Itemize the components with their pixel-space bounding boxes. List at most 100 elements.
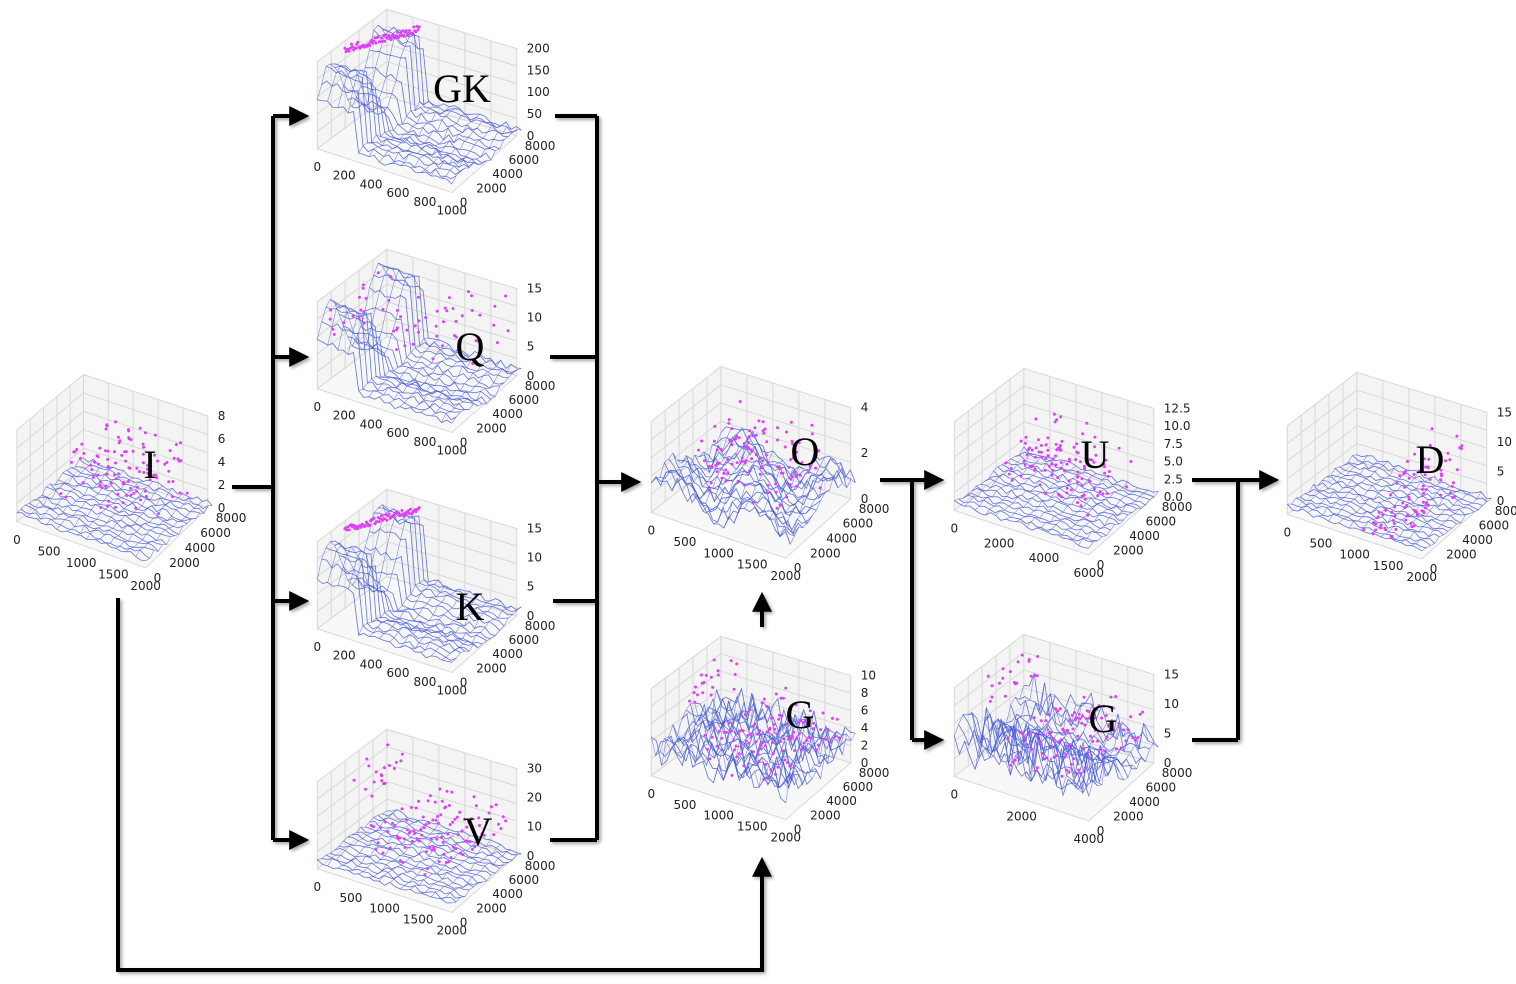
point [406, 33, 410, 37]
point [431, 818, 435, 822]
surface-wire [430, 600, 501, 657]
point [693, 700, 697, 704]
y-tick-label: 4000 [492, 647, 523, 661]
x-tick-label: 0 [313, 880, 321, 894]
point [384, 33, 388, 37]
point [171, 495, 174, 499]
point [1090, 714, 1094, 718]
point [433, 800, 437, 804]
point [1407, 476, 1411, 480]
point [702, 459, 706, 463]
point [713, 726, 717, 730]
point [747, 435, 751, 439]
surface-wire [651, 477, 787, 537]
surface-wire [364, 307, 500, 389]
surface-wire [441, 364, 512, 423]
point [1012, 680, 1016, 684]
grid-line [953, 687, 1025, 742]
y-tick-label: 8000 [525, 379, 556, 393]
point [399, 315, 403, 319]
z-tick-label: 10.0 [1164, 419, 1191, 433]
x-tick-label: 800 [413, 675, 436, 689]
point [99, 480, 103, 484]
grid-line [16, 429, 84, 486]
point [361, 283, 365, 287]
surface-wire [317, 339, 453, 424]
x-tick-label: 500 [1309, 537, 1332, 551]
point [425, 867, 429, 871]
point [758, 472, 762, 476]
surface-wire [85, 481, 154, 540]
point [783, 445, 787, 449]
point [1455, 468, 1459, 472]
point [1450, 484, 1454, 488]
point [776, 426, 779, 430]
point [463, 818, 466, 821]
grid-line [316, 746, 388, 800]
surface-wire [1078, 489, 1149, 546]
point [1046, 713, 1050, 717]
y-tick-label: 4000 [492, 887, 523, 901]
y-tick-label: 0 [460, 196, 468, 210]
surface-wire [325, 66, 461, 175]
x-tick-label: 2000 [1006, 810, 1037, 824]
point [1082, 493, 1086, 497]
point [417, 295, 420, 299]
point [432, 848, 436, 852]
point [419, 828, 423, 832]
surface-wire [343, 840, 478, 885]
y-tick-label: 2000 [1446, 548, 1477, 562]
point [1110, 719, 1114, 723]
z-tick-label: 10 [527, 311, 542, 325]
point [1043, 468, 1047, 472]
point [1083, 723, 1087, 727]
point [473, 845, 477, 849]
point [1093, 435, 1097, 439]
point [1025, 453, 1029, 457]
point [770, 741, 774, 744]
point [813, 456, 817, 460]
axis-ticks: 0200040006000020004000600080000.02.55.07… [950, 401, 1192, 580]
x-tick-label: 0 [313, 640, 321, 654]
point [121, 501, 125, 505]
point [405, 328, 409, 332]
point [1039, 444, 1043, 447]
point [1107, 723, 1111, 726]
point [1018, 730, 1022, 734]
surface-wire [356, 577, 492, 639]
point [750, 457, 753, 461]
plot-label-v: V [464, 809, 493, 854]
point [416, 28, 420, 32]
point [1065, 491, 1069, 495]
surface-wire [368, 579, 439, 637]
point [715, 744, 719, 748]
point [495, 341, 499, 345]
point [1082, 695, 1086, 699]
point [1081, 747, 1085, 751]
point [387, 298, 391, 302]
point [814, 466, 818, 470]
point [394, 760, 398, 764]
point [751, 750, 755, 754]
point [1054, 463, 1058, 467]
surface-wire [334, 65, 470, 169]
point [722, 730, 726, 734]
surface-wire [70, 467, 200, 514]
point [378, 517, 382, 521]
point [384, 513, 388, 516]
surface-wire [348, 34, 419, 114]
surface-wire [379, 344, 450, 398]
point [89, 463, 93, 467]
y-tick-label: 8000 [525, 619, 556, 633]
surface-wire [441, 605, 512, 661]
point [765, 704, 769, 708]
point [766, 483, 770, 487]
point [395, 326, 399, 330]
surface-wire [1348, 461, 1483, 507]
point [708, 757, 712, 761]
surface-wire [1291, 503, 1427, 549]
point [709, 481, 713, 485]
point [798, 473, 802, 477]
point [331, 327, 335, 331]
